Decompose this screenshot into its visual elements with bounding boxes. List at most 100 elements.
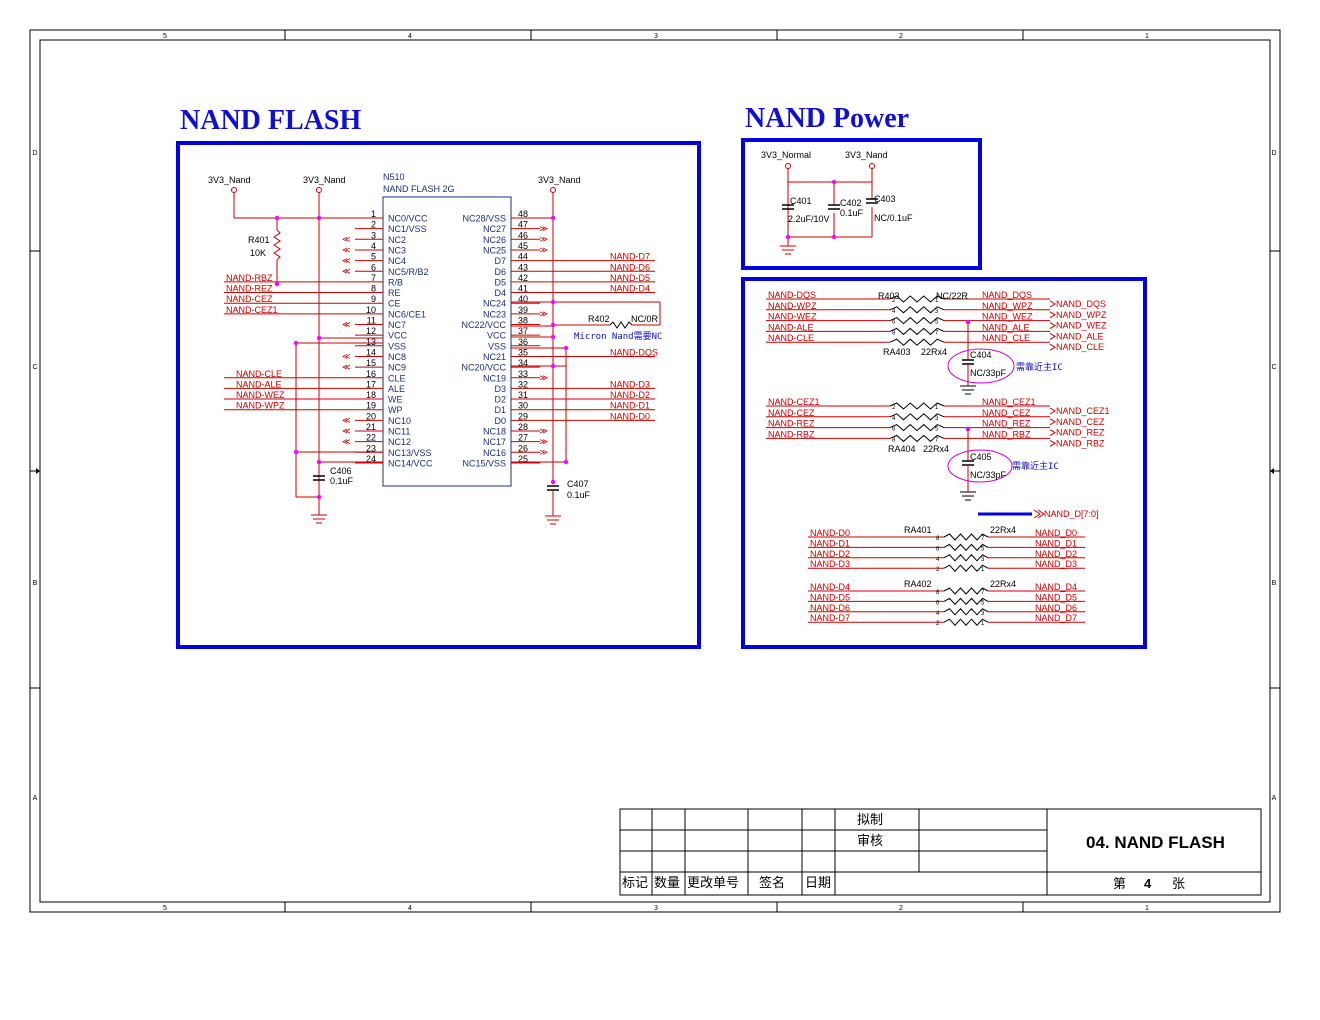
left-pin-name: WE bbox=[388, 395, 403, 405]
right-pin-name: NC25 bbox=[483, 245, 506, 255]
left-pin-name: NC8 bbox=[388, 352, 406, 362]
col-label-bottom: 5 bbox=[163, 905, 167, 912]
series-right-net: NAND_WPZ bbox=[982, 301, 1033, 311]
series-right-net: NAND_CEZ1 bbox=[982, 397, 1036, 407]
right-pin-name: NC20/VCC bbox=[461, 363, 506, 373]
right-net-label: NAND-D7 bbox=[610, 252, 650, 262]
right-pin-number: 40 bbox=[518, 294, 528, 304]
right-pin-number: 26 bbox=[518, 443, 528, 453]
rail-3v3-nand: 3V3_Nand bbox=[845, 150, 888, 160]
rp-pin-left: 2 bbox=[892, 298, 896, 304]
col-label-bottom: 2 bbox=[899, 905, 903, 912]
right-pin-number: 30 bbox=[518, 401, 528, 411]
row-label-left: C bbox=[32, 364, 37, 371]
ra402-value: 22Rx4 bbox=[990, 579, 1016, 589]
power-label-2: 3V3_Nand bbox=[303, 175, 346, 185]
left-pin-number: 21 bbox=[366, 422, 376, 432]
data-right-net: NAND_D2 bbox=[1035, 549, 1077, 559]
header-sign: 签名 bbox=[759, 875, 785, 890]
series-right-net: NAND_REZ bbox=[982, 419, 1031, 429]
sheet-prefix: 第 bbox=[1113, 876, 1126, 891]
data-left-net: NAND-D4 bbox=[810, 582, 850, 592]
series-left-net: NAND-REZ bbox=[768, 419, 815, 429]
series-output-net: NAND_CEZ bbox=[1056, 417, 1105, 427]
right-net-label: NAND-D6 bbox=[610, 262, 650, 272]
left-net-label: NAND-CEZ1 bbox=[226, 305, 278, 315]
rp-pin-right: 3 bbox=[935, 416, 939, 422]
left-pin-number: 2 bbox=[371, 220, 376, 230]
data-right-net: NAND_D4 bbox=[1035, 582, 1077, 592]
col-label-top: 3 bbox=[654, 33, 658, 40]
series-right-net: NAND_RBZ bbox=[982, 429, 1031, 439]
left-pin-name: RE bbox=[388, 288, 401, 298]
right-pin-name: D3 bbox=[494, 384, 506, 394]
left-pin-number: 8 bbox=[371, 284, 376, 294]
left-pin-number: 3 bbox=[371, 230, 376, 240]
r402-ref: R402 bbox=[588, 314, 610, 324]
rp-pin-right: 1 bbox=[981, 621, 985, 627]
c402-ref: C402 bbox=[840, 198, 862, 208]
rp-pin-left: 4 bbox=[892, 309, 896, 315]
series-output-net: NAND_DQS bbox=[1056, 299, 1106, 309]
right-pin-name: D4 bbox=[494, 288, 506, 298]
rail-3v3-normal: 3V3_Normal bbox=[761, 150, 811, 160]
c404-ref: C404 bbox=[970, 350, 992, 360]
series-right-net: NAND_DQS bbox=[982, 290, 1032, 300]
left-pin-number: 15 bbox=[366, 358, 376, 368]
n510-ref: N510 bbox=[383, 172, 405, 182]
right-pin-name: NC18 bbox=[483, 427, 506, 437]
data-left-net: NAND-D7 bbox=[810, 613, 850, 623]
left-pin-number: 9 bbox=[371, 294, 376, 304]
left-pin-name: WP bbox=[388, 405, 403, 415]
right-pin-number: 46 bbox=[518, 230, 528, 240]
right-pin-name: D2 bbox=[494, 395, 506, 405]
row-label-right: C bbox=[1271, 364, 1276, 371]
c405-value: NC/33pF bbox=[970, 470, 1007, 480]
ra403-ref: RA403 bbox=[883, 347, 911, 357]
drawing-title: 04. NAND FLASH bbox=[1086, 833, 1225, 852]
right-pin-number: 34 bbox=[518, 358, 528, 368]
series-output-net: NAND_ALE bbox=[1056, 331, 1104, 341]
n510-ic-body bbox=[382, 196, 512, 487]
rp-pin-right: 7 bbox=[981, 590, 985, 596]
right-pin-number: 25 bbox=[518, 454, 528, 464]
data-right-net: NAND_D3 bbox=[1035, 559, 1077, 569]
series-left-net: NAND-WPZ bbox=[768, 301, 817, 311]
data-left-net: NAND-D6 bbox=[810, 603, 850, 613]
left-pin-number: 1 bbox=[371, 209, 376, 219]
left-pin-number: 11 bbox=[367, 316, 376, 326]
left-net-label: NAND-CLE bbox=[236, 369, 282, 379]
left-net-label: NAND-WEZ bbox=[236, 390, 285, 400]
header-change-no: 更改单号 bbox=[687, 875, 739, 890]
title-block bbox=[619, 808, 1262, 896]
left-pin-name: NC4 bbox=[388, 256, 406, 266]
rp-pin-left: 8 bbox=[892, 437, 896, 443]
rp-pin-left: 6 bbox=[892, 427, 896, 433]
left-pin-name: VSS bbox=[388, 341, 406, 351]
row-label-left: B bbox=[33, 580, 38, 587]
row-label-right: A bbox=[1272, 795, 1277, 802]
left-net-label: NAND-REZ bbox=[226, 284, 273, 294]
series-right-net: NAND_WEZ bbox=[982, 312, 1033, 322]
r403-value: NC/22R bbox=[936, 291, 969, 301]
c403-value: NC/0.1uF bbox=[874, 213, 913, 223]
left-pin-name: CLE bbox=[388, 373, 406, 383]
nand-power-block bbox=[741, 138, 982, 270]
right-pin-number: 42 bbox=[518, 273, 528, 283]
data-left-net: NAND-D5 bbox=[810, 592, 850, 602]
right-pin-name: D7 bbox=[494, 256, 506, 266]
data-right-net: NAND_D0 bbox=[1035, 528, 1077, 538]
series-left-net: NAND-ALE bbox=[768, 322, 814, 332]
bus-label: NAND_D[7:0] bbox=[1044, 509, 1099, 519]
rp-pin-left: 4 bbox=[936, 557, 940, 563]
row-label-right: B bbox=[1272, 580, 1277, 587]
right-pin-number: 31 bbox=[518, 390, 528, 400]
left-pin-number: 19 bbox=[366, 401, 376, 411]
right-pin-name: D6 bbox=[494, 267, 506, 277]
left-pin-number: 16 bbox=[366, 369, 376, 379]
row-label-left: A bbox=[33, 795, 38, 802]
ra402-ref: RA402 bbox=[904, 579, 932, 589]
rp-pin-right: 3 bbox=[981, 557, 985, 563]
series-resistor-block bbox=[741, 277, 1147, 649]
